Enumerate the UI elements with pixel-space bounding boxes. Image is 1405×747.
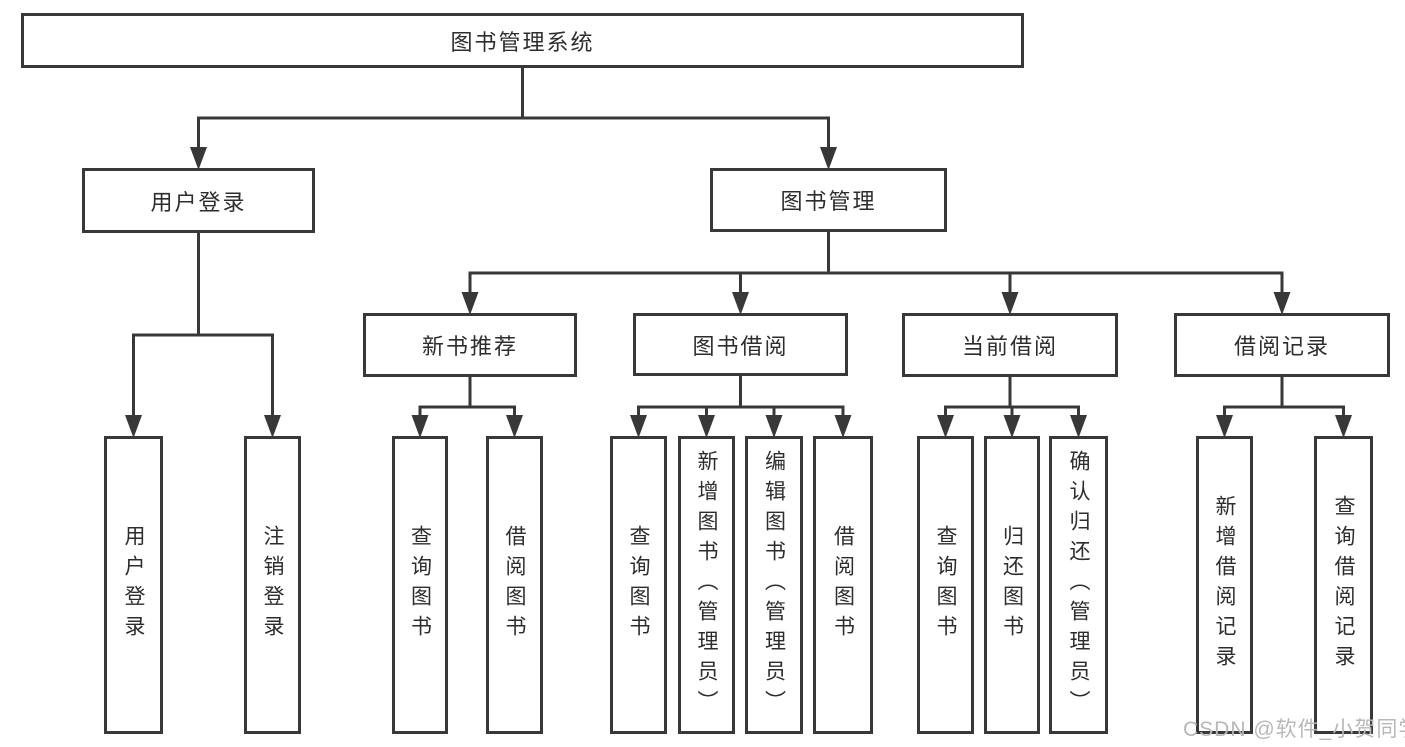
arrowhead-borrowing-records [1273,292,1291,315]
arrowhead-leaf-borrow-books-2 [834,415,852,438]
arrowhead-leaf-query-books-2 [630,415,647,438]
node-label-leaf-logout: 注销登录 [261,525,284,645]
watermark-text: CSDN @软件_小贺同学 [1183,718,1405,741]
arrowhead-new-book-recommend [461,292,479,315]
node-leaf-return-books: 归还图书 [984,436,1040,734]
node-leaf-query-borrow-rec: 查询借阅记录 [1314,436,1373,734]
node-label-book-management: 图书管理 [780,189,877,214]
arrowhead-leaf-confirm-return [1070,415,1087,438]
node-label-library-system: 图书管理系统 [450,29,595,55]
arrowhead-leaf-add-books [698,415,715,438]
node-borrowing-records: 借阅记录 [1174,313,1390,377]
node-book-borrowing: 图书借阅 [633,313,848,376]
node-label-leaf-query-books-1: 查询图书 [408,525,432,645]
node-leaf-query-books-1: 查询图书 [392,436,448,734]
node-leaf-borrow-books-2: 借阅图书 [813,436,873,734]
node-leaf-query-books-3: 查询图书 [917,436,974,734]
node-new-book-recommend: 新书推荐 [363,313,577,377]
arrowhead-leaf-query-books-1 [411,415,429,438]
node-label-leaf-borrow-books-2: 借阅图书 [831,525,855,645]
node-label-leaf-query-books-3: 查询图书 [934,525,957,645]
node-label-borrowing-records: 借阅记录 [1233,334,1330,359]
arrowhead-leaf-return-books [1003,415,1021,438]
node-label-leaf-add-books: 新增图书（管理员） [695,450,718,720]
node-leaf-edit-books: 编辑图书（管理员） [745,436,803,734]
arrowhead-leaf-borrow-books-1 [506,415,523,438]
arrowhead-book-management [820,147,837,170]
node-label-leaf-confirm-return: 确认归还（管理员） [1067,450,1090,720]
node-leaf-query-books-2: 查询图书 [610,436,667,734]
arrowhead-leaf-query-books-3 [937,415,954,438]
node-label-leaf-edit-books: 编辑图书（管理员） [762,450,786,720]
node-label-leaf-add-borrow-rec: 新增借阅记录 [1213,495,1236,675]
node-book-management: 图书管理 [710,168,947,232]
arrowhead-leaf-query-borrow-rec [1335,415,1352,438]
node-label-leaf-return-books: 归还图书 [1000,525,1024,645]
node-label-user-login: 用户登录 [150,189,247,215]
arrowhead-current-borrowing [1001,292,1019,315]
arrowhead-leaf-user-login [125,415,142,438]
arrowhead-leaf-add-borrow-rec [1216,415,1233,438]
node-leaf-user-login: 用户登录 [104,436,163,734]
node-leaf-borrow-books-1: 借阅图书 [486,436,543,734]
node-current-borrowing: 当前借阅 [902,313,1118,377]
arrowhead-leaf-edit-books [765,415,783,438]
node-user-login: 用户登录 [82,168,315,233]
arrowhead-book-borrowing [732,292,749,315]
arrowhead-leaf-logout [264,415,281,438]
node-label-current-borrowing: 当前借阅 [961,334,1058,359]
node-label-book-borrowing: 图书借阅 [692,333,789,359]
node-label-leaf-query-borrow-rec: 查询借阅记录 [1332,495,1355,675]
node-label-leaf-borrow-books-1: 借阅图书 [503,525,526,645]
node-library-system: 图书管理系统 [21,13,1024,68]
arrowhead-user-login [190,147,207,170]
node-label-leaf-user-login: 用户登录 [122,525,145,645]
node-leaf-add-books: 新增图书（管理员） [678,436,735,734]
node-label-leaf-query-books-2: 查询图书 [627,525,650,645]
node-leaf-add-borrow-rec: 新增借阅记录 [1196,436,1253,734]
node-leaf-confirm-return: 确认归还（管理员） [1049,436,1108,734]
node-label-new-book-recommend: 新书推荐 [421,334,518,359]
node-leaf-logout: 注销登录 [244,436,301,734]
